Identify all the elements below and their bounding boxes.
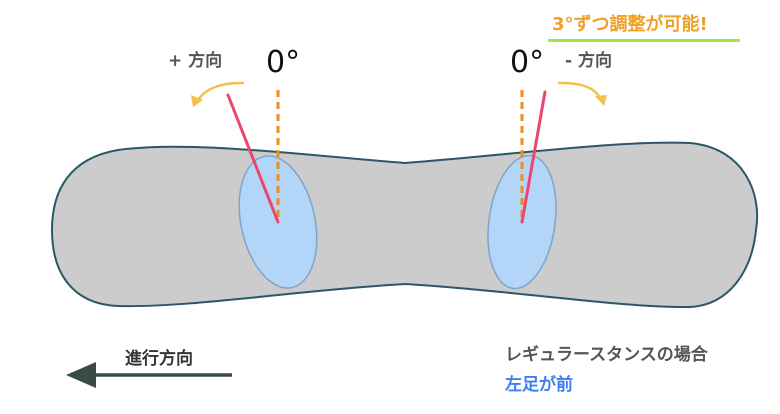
stance-label: レギュラースタンスの場合 (505, 345, 708, 365)
travel-direction-label: 進行方向 (125, 349, 193, 369)
left-rotate-arrow-icon (191, 81, 245, 107)
lead-foot-label: 左足が前 (505, 375, 573, 395)
arrow-left-icon (66, 362, 232, 388)
right-direction-label: - 方向 (565, 51, 612, 71)
adjustment-note: 3°ずつ調整が可能! (552, 14, 708, 35)
right-rotate-arrow-icon (557, 81, 607, 106)
left-binding-angle-line (226, 93, 280, 224)
right-angle-label: 0° (510, 45, 545, 80)
adjustment-note-underline (548, 39, 740, 42)
left-angle-label: 0° (266, 45, 301, 80)
left-direction-label: + 方向 (168, 51, 223, 71)
snowboard-outline (50, 141, 759, 309)
right-binding-angle-line (520, 90, 547, 224)
